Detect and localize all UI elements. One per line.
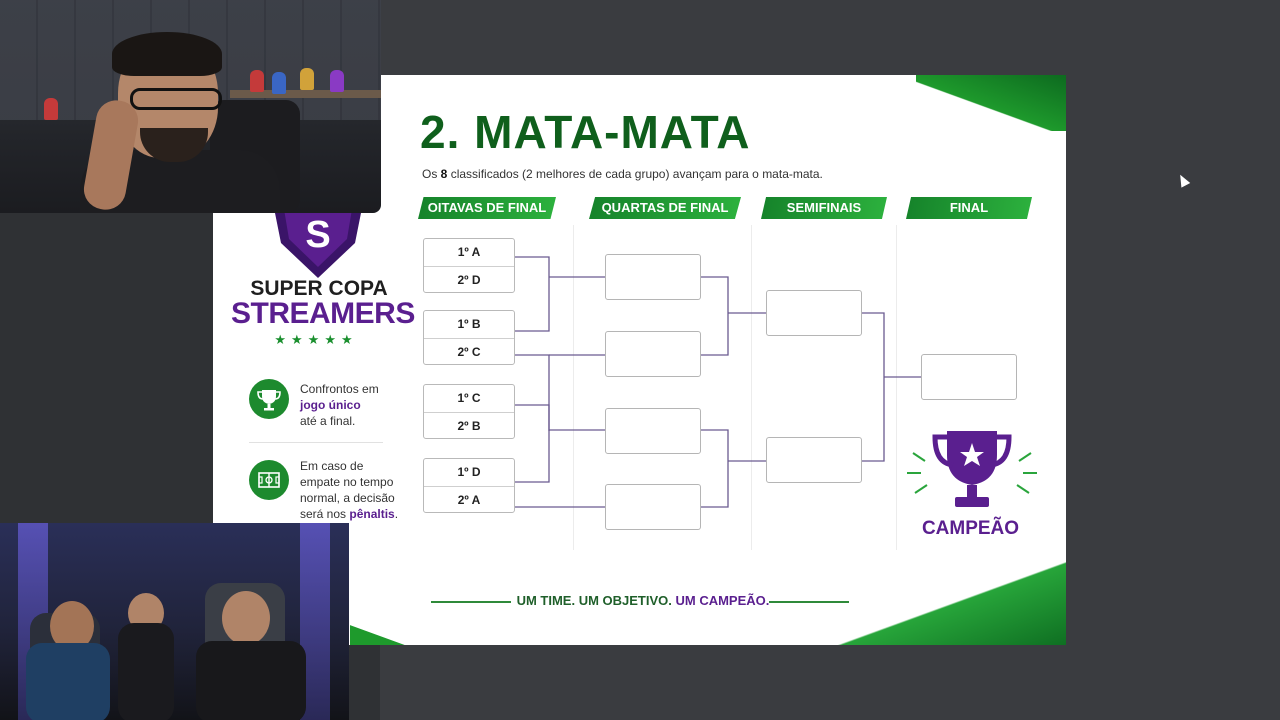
team-slot: 2º C — [424, 338, 514, 366]
webcam-streamer-top — [0, 0, 381, 213]
team-slot: 2º D — [424, 266, 514, 294]
column-divider — [751, 225, 752, 550]
field-icon — [249, 460, 289, 500]
slide-subtitle: Os 8 classificados (2 melhores de cada g… — [422, 167, 823, 181]
match-box-4: 1º D 2º A — [423, 458, 515, 513]
column-divider — [573, 225, 574, 550]
team-slot: 1º C — [457, 391, 481, 405]
stage-quarterfinals: QUARTAS DE FINAL — [589, 197, 741, 219]
quarterfinal-slot — [605, 254, 701, 300]
stage-round-of-16: OITAVAS DE FINAL — [418, 197, 556, 219]
info-text-single-match: Confrontos em jogo único até a final. — [300, 382, 379, 428]
champion-label: CAMPEÃO — [921, 518, 1020, 539]
match-box-3: 1º C 2º B — [423, 384, 515, 439]
champion-trophy-icon — [907, 425, 1037, 525]
slide-decoration-bottom-left — [350, 625, 430, 645]
match-box-2: 1º B 2º C — [423, 310, 515, 365]
team-slot: 1º B — [457, 317, 481, 331]
footer-line-right — [769, 601, 849, 603]
stage-final: FINAL — [906, 197, 1032, 219]
column-divider — [896, 225, 897, 550]
brand-name-line2: STREAMERS — [231, 297, 415, 330]
bracket-lines — [515, 256, 921, 508]
slide-decoration-top-right — [916, 75, 1066, 131]
trophy-icon — [249, 379, 289, 419]
svg-text:S: S — [305, 214, 330, 256]
info-divider — [249, 442, 383, 443]
brand-stars: ★★★★★ — [274, 332, 358, 347]
mouse-cursor — [1175, 172, 1191, 188]
quarterfinal-slot — [605, 331, 701, 377]
final-slot — [921, 354, 1017, 400]
super-copa-logo: S — [255, 203, 381, 278]
stage-semifinals: SEMIFINAIS — [761, 197, 887, 219]
team-slot: 1º D — [457, 465, 481, 479]
semifinal-slot — [766, 290, 862, 336]
team-slot: 2º A — [424, 486, 514, 514]
quarterfinal-slot — [605, 484, 701, 530]
match-box-1: 1º A 2º D — [423, 238, 515, 293]
footer-line-left — [431, 601, 511, 603]
webcam-streamers-bottom — [0, 523, 349, 720]
slide-title: 2. MATA-MATA — [420, 106, 751, 158]
slide-footer-slogan: UM TIME. UM OBJETIVO. UM CAMPEÃO. — [516, 593, 770, 608]
quarterfinal-slot — [605, 408, 701, 454]
team-slot: 1º A — [457, 245, 481, 259]
team-slot: 2º B — [424, 412, 514, 440]
slide-decoration-bottom-right — [836, 555, 1066, 645]
brand-name-line1: SUPER COPA — [250, 277, 388, 300]
semifinal-slot — [766, 437, 862, 483]
info-text-penalties: Em caso de empate no tempo normal, a dec… — [300, 459, 399, 521]
